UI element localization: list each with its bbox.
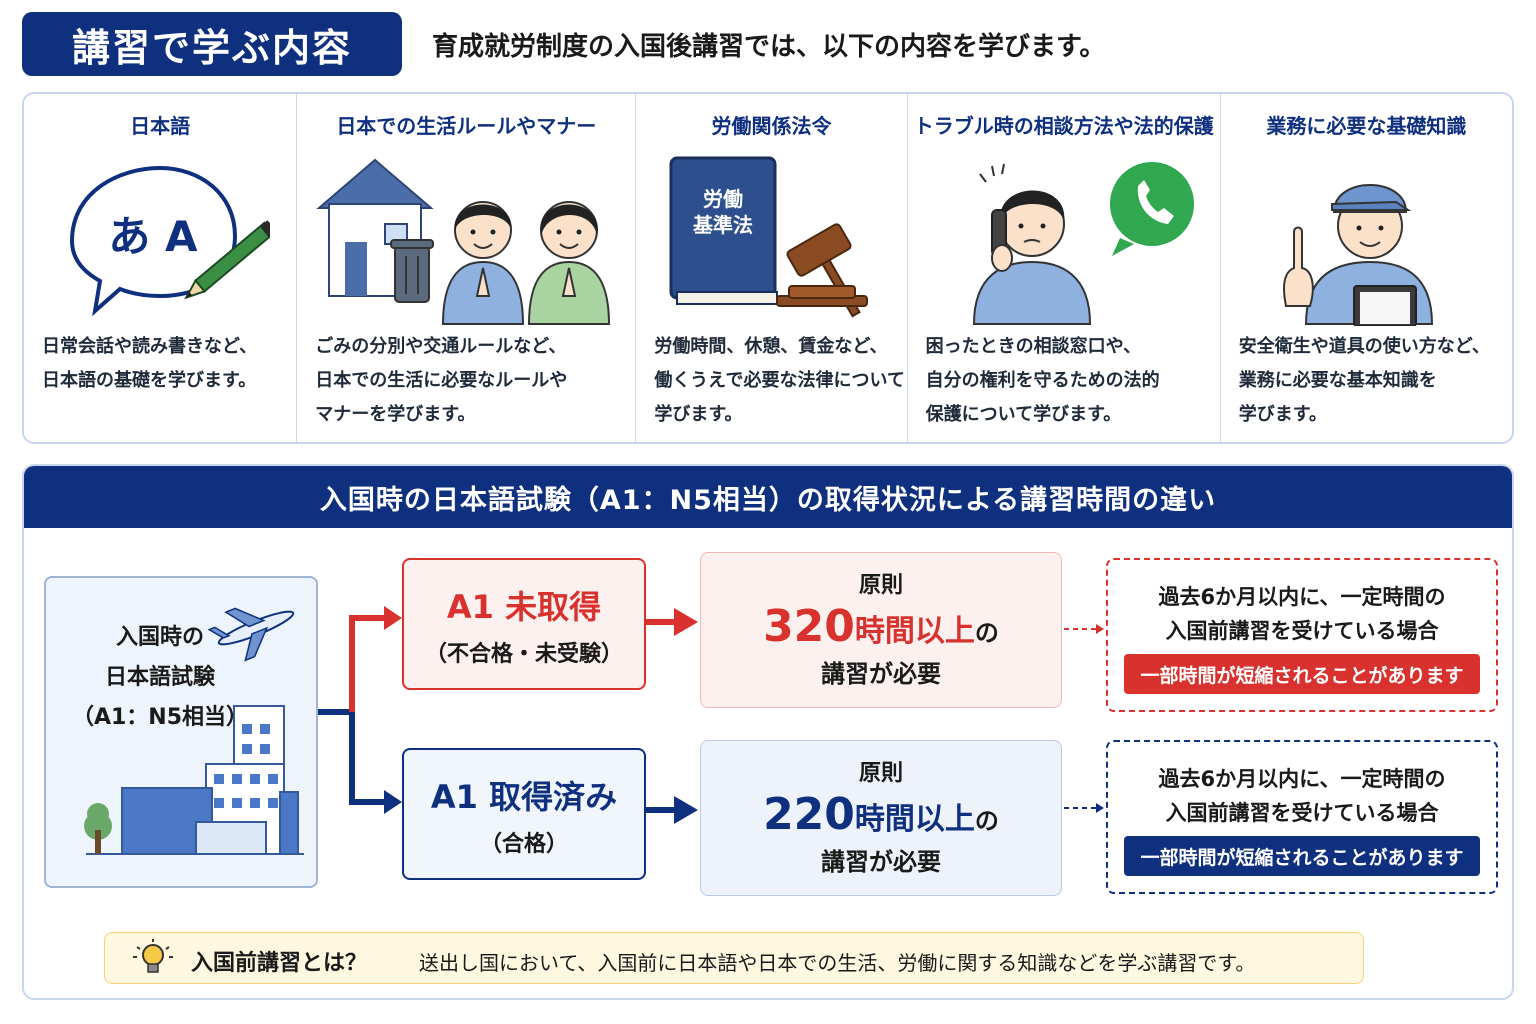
topic-title: 業務に必要な基礎知識 bbox=[1266, 114, 1467, 138]
arrow-head-blue-2 bbox=[674, 796, 698, 824]
speech-bubble-pencil-icon: あ A bbox=[24, 146, 296, 346]
topic-desc: 労働時間、休憩、賃金など、 働くうえで必要な法律について 学びます。 bbox=[654, 330, 905, 432]
note-line: 過去6か月以内に、一定時間の bbox=[1158, 767, 1446, 791]
law-book-gavel-icon: 労働 基準法 bbox=[636, 146, 906, 346]
bubble-text: あ A bbox=[109, 212, 199, 261]
page-title: 講習で学ぶ内容 bbox=[22, 12, 402, 76]
hours-num: 220 bbox=[763, 789, 855, 840]
desc-line: 働くうえで必要な法律について bbox=[654, 370, 905, 391]
topic-title: トラブル時の相談方法や法的保護 bbox=[913, 114, 1214, 138]
lightbulb-icon bbox=[133, 939, 173, 973]
note-red: 過去6か月以内に、一定時間の 入国前講習を受けている場合 一部時間が短縮されるこ… bbox=[1106, 558, 1498, 712]
desc-line: 学びます。 bbox=[654, 404, 743, 425]
hours-no: の bbox=[974, 807, 999, 835]
book-text: 労働 bbox=[703, 187, 743, 211]
page-description: 育成就労制度の入国後講習では、以下の内容を学びます。 bbox=[432, 32, 1106, 62]
arrow-head-blue bbox=[384, 790, 402, 814]
desc-line: 日本での生活に必要なルールや bbox=[315, 370, 568, 391]
note-text: 過去6か月以内に、一定時間の 入国前講習を受けている場合 bbox=[1108, 580, 1496, 648]
topic-trouble-consult: トラブル時の相談方法や法的保護 困ったときの相談窓口や、 自分の権利を守るための… bbox=[908, 94, 1221, 442]
topic-life-rules: 日本での生活ルールやマナー bbox=[297, 94, 637, 442]
note-blue: 過去6か月以内に、一定時間の 入国前講習を受けている場合 一部時間が短縮されるこ… bbox=[1106, 740, 1498, 894]
note-line: 入国前講習を受けている場合 bbox=[1165, 801, 1439, 825]
status-not-acquired: A1 未取得 （不合格・未受験） bbox=[402, 558, 646, 690]
dashed-arrow-head-red bbox=[1096, 624, 1104, 634]
book-text: 基準法 bbox=[693, 213, 753, 237]
hours-label: 原則 bbox=[858, 573, 903, 598]
dashed-arrow-head-blue bbox=[1096, 803, 1104, 813]
desc-line: マナーを学びます。 bbox=[315, 404, 476, 425]
topic-title: 日本語 bbox=[130, 114, 191, 138]
topic-desc: 安全衛生や道具の使い方など、 業務に必要な基本知識を 学びます。 bbox=[1239, 330, 1504, 432]
flow-arrows bbox=[318, 606, 1104, 824]
topic-labor-law: 労働関係法令 労働 基準法 労働時間、休憩、賃金など、 働くうえで必要な法律につ… bbox=[636, 94, 908, 442]
desc-line: 自分の権利を守るための法的 bbox=[925, 370, 1160, 391]
desc-line: ごみの分別や交通ルールなど、 bbox=[315, 336, 567, 357]
tip-text: 送出し国において、入国前に日本語や日本での生活、労働に関する知識などを学ぶ講習で… bbox=[419, 951, 1256, 975]
entry-line: 入国時の bbox=[115, 625, 204, 650]
section-title: 入国時の日本語試験（A1：N5相当）の取得状況による講習時間の違い bbox=[24, 466, 1512, 528]
hours-need: 講習が必要 bbox=[821, 660, 941, 688]
desc-line: 労働時間、休憩、賃金など、 bbox=[654, 336, 888, 357]
desc-line: 業務に必要な基本知識を bbox=[1238, 370, 1437, 391]
desc-line: 学びます。 bbox=[1238, 404, 1327, 425]
topic-desc: ごみの分別や交通ルールなど、 日本での生活に必要なルールや マナーを学びます。 bbox=[315, 330, 627, 432]
hours-need: 講習が必要 bbox=[821, 848, 941, 876]
worker-clipboard-icon bbox=[1221, 146, 1512, 346]
desc-line: 保護について学びます。 bbox=[925, 404, 1122, 425]
hours-line: 220時間以上の bbox=[701, 789, 1061, 840]
status-acquired: A1 取得済み （合格） bbox=[402, 748, 646, 880]
hours-no: の bbox=[974, 619, 999, 647]
note-line: 過去6か月以内に、一定時間の bbox=[1158, 585, 1446, 609]
tip-bar: 入国前講習とは？ 送出し国において、入国前に日本語や日本での生活、労働に関する知… bbox=[104, 932, 1364, 984]
tip-title: 入国前講習とは？ bbox=[191, 951, 368, 976]
topic-japanese: 日本語 あ A 日常会話や読み書きなど、 日本語の基礎を学びます。 bbox=[24, 94, 298, 442]
topic-desc: 困ったときの相談窓口や、 自分の権利を守るための法的 保護について学びます。 bbox=[926, 330, 1212, 432]
note-pill: 一部時間が短縮されることがあります bbox=[1124, 654, 1480, 694]
airplane-building-icon bbox=[84, 607, 304, 855]
entry-line: （A1：N5相当） bbox=[71, 705, 249, 730]
hours-unit: 時間以上 bbox=[854, 802, 975, 837]
desc-line: 安全衛生や道具の使い方など、 bbox=[1238, 336, 1490, 357]
hours-unit: 時間以上 bbox=[854, 614, 975, 649]
entry-exam-box: 入国時の 日本語試験 （A1：N5相当） bbox=[44, 576, 318, 888]
status-sub: （不合格・未受験） bbox=[424, 642, 623, 667]
phone-call-worker-icon bbox=[908, 146, 1220, 346]
note-line: 入国前講習を受けている場合 bbox=[1165, 619, 1439, 643]
topics-panel: 日本語 あ A 日常会話や読み書きなど、 日本語の基礎を学びます。 日本での生活… bbox=[22, 92, 1514, 444]
status-main: A1 未取得 bbox=[446, 588, 602, 626]
arrow-head-red-2 bbox=[674, 608, 698, 636]
status-main: A1 取得済み bbox=[430, 778, 618, 816]
hours-220: 原則 220時間以上の 講習が必要 bbox=[700, 740, 1062, 896]
hours-section: 入国時の日本語試験（A1：N5相当）の取得状況による講習時間の違い 入国時の 日… bbox=[22, 464, 1514, 1000]
status-sub: （合格） bbox=[479, 832, 568, 857]
note-text: 過去6か月以内に、一定時間の 入国前講習を受けている場合 bbox=[1108, 762, 1496, 830]
hours-320: 原則 320時間以上の 講習が必要 bbox=[700, 552, 1062, 708]
topic-desc: 日常会話や読み書きなど、 日本語の基礎を学びます。 bbox=[42, 330, 288, 398]
arrow-head-red bbox=[384, 606, 402, 630]
desc-line: 日本語の基礎を学びます。 bbox=[42, 370, 257, 391]
hours-label: 原則 bbox=[858, 761, 903, 786]
entry-line: 日本語試験 bbox=[104, 665, 215, 690]
flow-line-red bbox=[349, 615, 386, 712]
topic-title: 日本での生活ルールやマナー bbox=[336, 114, 597, 138]
hours-line: 320時間以上の bbox=[701, 601, 1061, 652]
house-trash-people-icon bbox=[297, 146, 635, 346]
flow-line-blue bbox=[349, 712, 386, 805]
topic-business-basics: 業務に必要な基礎知識 安全衛生や道具の使い方など、 業務に必要な基本知識を 学び… bbox=[1221, 94, 1512, 442]
hours-num: 320 bbox=[763, 601, 855, 652]
desc-line: 困ったときの相談窓口や、 bbox=[925, 336, 1142, 357]
desc-line: 日常会話や読み書きなど、 bbox=[42, 336, 258, 357]
entry-text: 入国時の 日本語試験 （A1：N5相当） bbox=[60, 618, 260, 738]
note-pill: 一部時間が短縮されることがあります bbox=[1124, 836, 1480, 876]
topic-title: 労働関係法令 bbox=[711, 114, 832, 138]
